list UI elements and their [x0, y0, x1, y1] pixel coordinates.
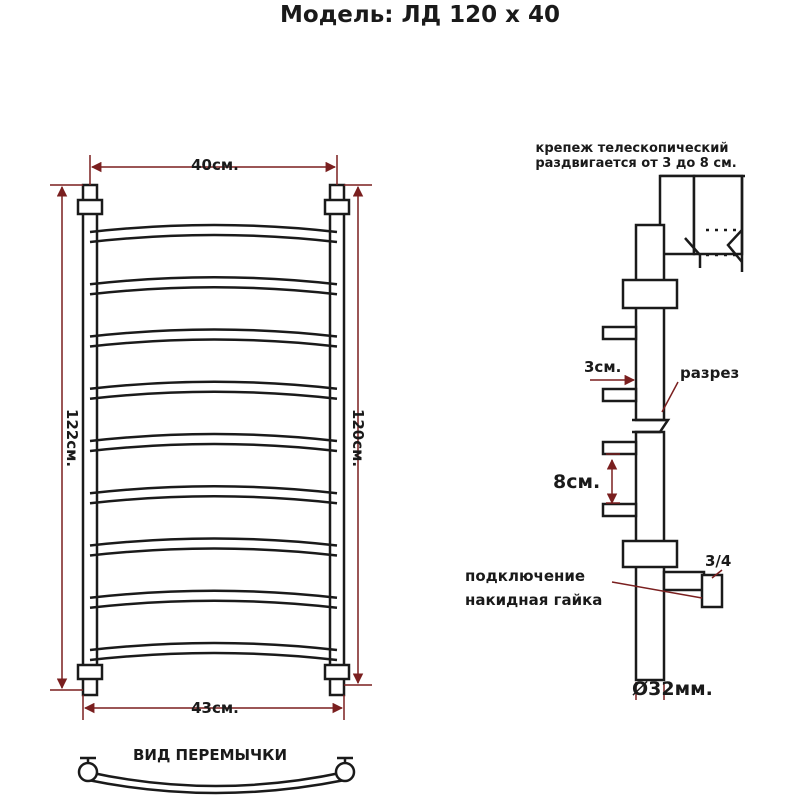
rung-underside [89, 338, 338, 348]
side-bracket-top [621, 278, 679, 310]
rung-stub-3 [601, 440, 638, 456]
bracket-top-left [76, 198, 104, 216]
connection-label-line2: накидная гайка [465, 591, 602, 609]
rung-underside [89, 547, 338, 557]
rung-stub-4 [601, 502, 638, 518]
rung-stub-1 [601, 325, 638, 341]
rung-underside [89, 495, 338, 505]
rung [89, 537, 338, 547]
bottom-width-label: 43см. [191, 699, 239, 717]
rungs [89, 223, 338, 662]
bracket-bottom-right [323, 663, 351, 681]
rung-underside [89, 233, 338, 244]
bracket-bottom-left [76, 663, 104, 681]
left-height-label: 122см. [63, 409, 81, 467]
rung [89, 485, 338, 495]
rung-underside [89, 651, 338, 662]
right-height-label: 120см. [349, 409, 367, 467]
top-width-label: 40см. [191, 156, 239, 174]
section-break [632, 418, 671, 434]
connection-label-line1: подключение [465, 567, 585, 585]
mount-note-line1: крепеж телескопический [536, 141, 729, 156]
rung [89, 641, 338, 652]
bridge-end-right [334, 761, 356, 783]
side-upright-upper [634, 223, 666, 422]
gap-8cm-label: 8см. [553, 471, 600, 493]
mount-note-line2: раздвигается от 3 до 8 см. [535, 156, 736, 171]
rung [89, 589, 338, 599]
gap-3cm-label: 3см. [584, 358, 621, 376]
rung-underside [89, 442, 338, 453]
rung [89, 276, 338, 286]
side-bracket-bottom [621, 539, 679, 569]
rung [89, 432, 338, 443]
front-dimensions [50, 155, 372, 720]
connection-pipe [662, 570, 706, 592]
rung [89, 380, 338, 390]
bridge-curve [87, 770, 346, 788]
rung [89, 223, 338, 234]
bridge-caption: ВИД ПЕРЕМЫЧКИ [133, 746, 287, 764]
rung-underside [89, 599, 338, 609]
model-title: Модель: ЛД 120 x 40 [280, 2, 560, 28]
thread-label: 3/4 [705, 552, 731, 570]
rung-underside [89, 286, 338, 296]
rung-stub-2 [601, 387, 638, 403]
union-nut [700, 573, 724, 609]
rung [89, 328, 338, 338]
section-label: разрез [680, 364, 739, 382]
diameter-label: Ø32мм. [632, 678, 713, 700]
bridge-view [77, 756, 356, 795]
bracket-top-right [323, 198, 351, 216]
rung-underside [89, 390, 338, 400]
bridge-end-left [77, 761, 99, 783]
side-view [601, 174, 745, 682]
side-dimensions [590, 374, 723, 700]
front-view [76, 183, 351, 697]
